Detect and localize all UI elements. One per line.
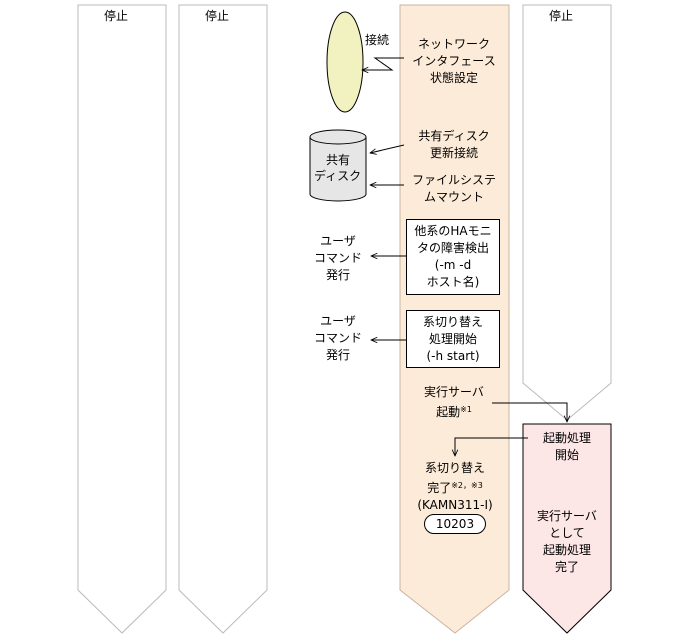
step-ha-monitor-box: 他系のHAモニ タの障害検出 (-m -d ホスト名): [406, 219, 500, 295]
disk-label-line2: ディスク: [314, 169, 362, 183]
step-disk-update: 共有ディスク 更新接続: [418, 129, 490, 160]
shared-disk-icon: [309, 129, 367, 202]
lane-5-status: 停止: [549, 9, 574, 23]
step-switch-start-box: 系切り替え 処理開始 (-h start): [406, 310, 500, 368]
exec-server-start-arrow: [492, 402, 567, 422]
nic-ellipse-icon: [326, 11, 364, 113]
user-command-label-2: ユーザ コマンド 発行: [313, 314, 362, 362]
disk-update-arrow: [370, 144, 405, 153]
lane-2-stopped: [178, 4, 268, 634]
step-fs-mount: ファイルシステ ムマウント: [411, 173, 496, 204]
nic-connect-arrow: [362, 57, 404, 70]
standby-done-label: 実行サーバ として 起動処理 完了: [537, 509, 597, 574]
lane-1-status: 停止: [104, 9, 129, 23]
step-switch-done: 系切り替え 完了※2，※3 (KAMN311-I): [417, 461, 493, 512]
message-code-badge: 10203: [424, 514, 486, 534]
disk-label-line1: 共有: [326, 153, 351, 167]
lane-2-status: 停止: [205, 9, 230, 23]
nic-connect-label: 接続: [365, 33, 390, 47]
standby-start-label: 起動処理 開始: [542, 431, 591, 462]
step-nic-setup: ネットワーク インタフェース 状態設定: [412, 37, 496, 85]
lane-1-stopped: [77, 4, 167, 634]
lane-standby-starting: [522, 423, 612, 634]
step-exec-server-start: 実行サーバ 起動※1: [424, 385, 484, 419]
user-command-label-1: ユーザ コマンド 発行: [313, 234, 362, 282]
switch-complete-arrow: [455, 437, 528, 456]
lane-standby-stopped: [522, 4, 612, 421]
